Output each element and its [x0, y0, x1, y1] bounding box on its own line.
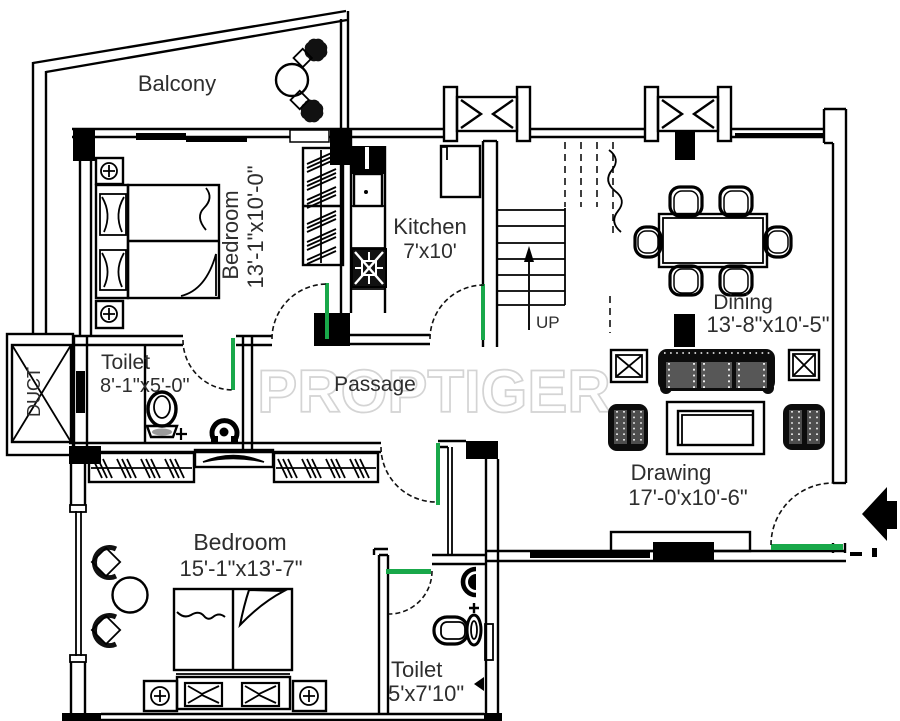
- svg-text:7'x10': 7'x10': [403, 240, 457, 263]
- svg-text:15'-1"x13'-7": 15'-1"x13'-7": [179, 556, 302, 581]
- svg-text:Toilet: Toilet: [391, 657, 442, 682]
- svg-text:Kitchen: Kitchen: [393, 214, 466, 239]
- svg-text:8'-1"x5'-0": 8'-1"x5'-0": [100, 375, 190, 397]
- svg-text:Toilet: Toilet: [101, 351, 150, 374]
- svg-text:5'x7'10": 5'x7'10": [388, 681, 464, 706]
- svg-text:UP: UP: [536, 313, 560, 332]
- svg-text:Bedroom: Bedroom: [193, 529, 286, 555]
- svg-text:PROPTIGER: PROPTIGER: [257, 358, 610, 425]
- svg-text:13'-8"x10'-5": 13'-8"x10'-5": [706, 312, 829, 337]
- svg-text:Drawing: Drawing: [631, 460, 712, 485]
- svg-text:DUCT: DUCT: [24, 367, 44, 417]
- svg-text:17'-0'x10'-6": 17'-0'x10'-6": [628, 485, 747, 510]
- svg-text:Balcony: Balcony: [138, 71, 216, 96]
- svg-text:Bedroom: Bedroom: [218, 190, 243, 279]
- svg-text:13'-1"x10'-0": 13'-1"x10'-0": [243, 165, 268, 288]
- svg-text:Dining: Dining: [713, 291, 773, 314]
- svg-text:Passage: Passage: [334, 373, 416, 396]
